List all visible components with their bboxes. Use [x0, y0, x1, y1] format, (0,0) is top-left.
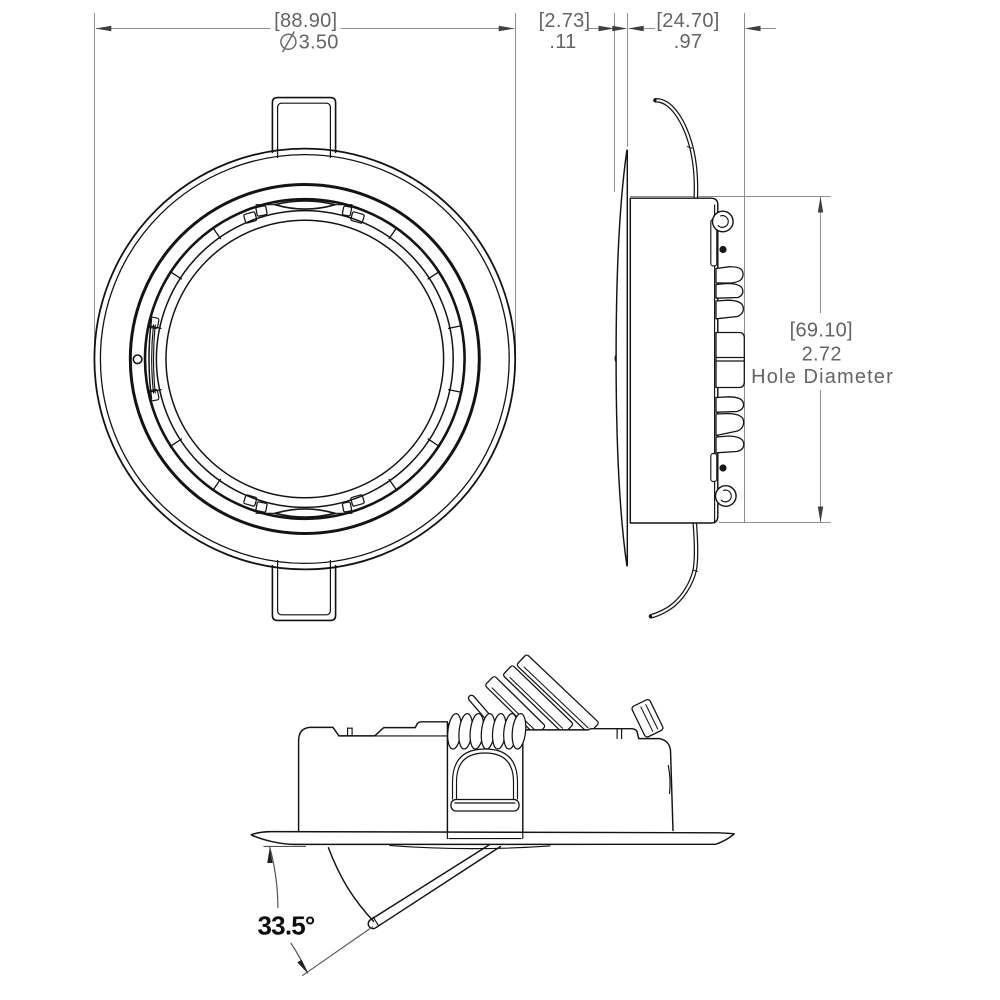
svg-text:[88.90]: [88.90] — [274, 10, 337, 32]
svg-text:.11: .11 — [549, 31, 576, 53]
svg-text:[24.70]: [24.70] — [656, 10, 719, 32]
svg-text:33.5°: 33.5° — [258, 910, 315, 940]
svg-text:Hole Diameter: Hole Diameter — [751, 366, 894, 388]
svg-text:.97: .97 — [674, 31, 703, 53]
svg-text:[2.73]: [2.73] — [539, 10, 591, 32]
svg-text:[69.10]: [69.10] — [790, 320, 853, 342]
svg-text:3.50: 3.50 — [299, 31, 339, 53]
svg-text:2.72: 2.72 — [802, 344, 842, 366]
